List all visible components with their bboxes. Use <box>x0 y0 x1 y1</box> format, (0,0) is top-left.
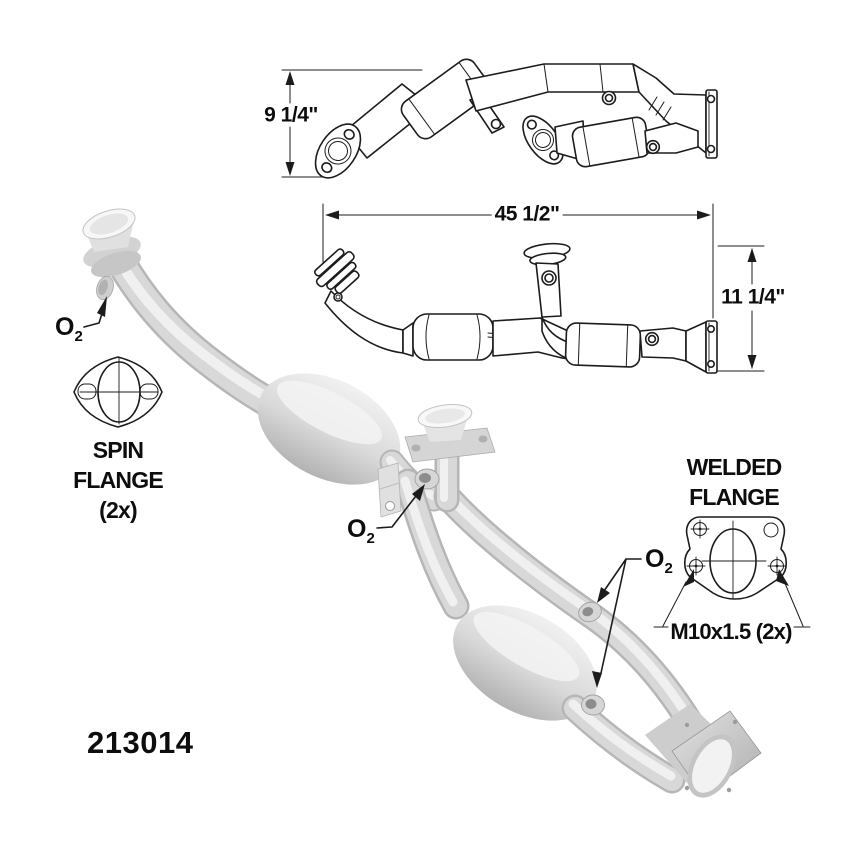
dimension-label-height-top: 9 1/4" <box>261 104 321 126</box>
o2-sensor-label-right: O2 <box>645 545 673 577</box>
o2-leader-left <box>83 296 107 328</box>
o2-leader-right <box>592 558 642 688</box>
bolt-hole-top-left <box>690 519 710 539</box>
dimension-45-1-2 <box>322 203 714 319</box>
dimension-11-1-4 <box>717 245 765 372</box>
o2-sensor-label-left: O2 <box>55 313 83 345</box>
o2-bung-left <box>96 275 114 301</box>
mid-cup-3d <box>404 403 496 463</box>
bolt-hole-bottom-left <box>686 556 706 576</box>
spin-flange-label-line2: FLANGE <box>73 467 164 493</box>
welded-flange-label: WELDED FLANGE <box>686 452 783 512</box>
welded-flange-label-line1: WELDED <box>686 454 783 480</box>
o2-symbol: O <box>55 313 75 341</box>
hanger-bracket-3d <box>377 462 402 518</box>
o2-bung-mid <box>414 468 440 490</box>
m10-leader-lines <box>653 569 811 628</box>
o2-symbol: O <box>645 545 665 573</box>
top-view-converter-2 <box>571 116 651 168</box>
o2-symbol: O <box>347 515 367 543</box>
o2-subscript: 2 <box>366 530 375 547</box>
welded-flange-label-line2: FLANGE <box>689 484 780 510</box>
o2-subscript: 2 <box>74 328 83 345</box>
part-number: 213014 <box>87 725 194 760</box>
bolt-hole-top-right <box>763 522 779 538</box>
spin-flange-face-icon <box>73 356 163 428</box>
spin-flange-label: SPIN FLANGE (2x) <box>73 435 164 525</box>
side-view-stub-flange <box>523 242 571 266</box>
side-view-drawing <box>314 242 718 374</box>
spin-flange-label-line3: (2x) <box>99 497 138 523</box>
dimension-label-overall-length: 45 1/2" <box>491 203 563 225</box>
welded-flange-face-icon <box>683 516 788 600</box>
inlet-cup-3d <box>82 208 141 278</box>
dimension-label-height-side: 11 1/4" <box>718 286 788 308</box>
bolt-hole-bottom-right <box>767 556 787 576</box>
side-view-converter-2 <box>564 322 642 368</box>
o2-bung-right-upper <box>578 601 602 623</box>
spin-flange-label-line1: SPIN <box>92 437 144 463</box>
part-render-3d <box>82 208 762 798</box>
side-view-converter-1 <box>412 313 494 361</box>
top-view-spin-flange <box>314 123 362 179</box>
o2-subscript: 2 <box>664 560 673 577</box>
o2-bung-right-lower <box>581 694 605 716</box>
bolt-thread-spec-label: M10x1.5 (2x) <box>668 619 794 644</box>
side-view-inlet-flange <box>314 248 360 295</box>
o2-sensor-label-mid: O2 <box>347 515 375 547</box>
top-view-drawing <box>314 58 718 179</box>
o2-leader-mid <box>376 484 425 529</box>
